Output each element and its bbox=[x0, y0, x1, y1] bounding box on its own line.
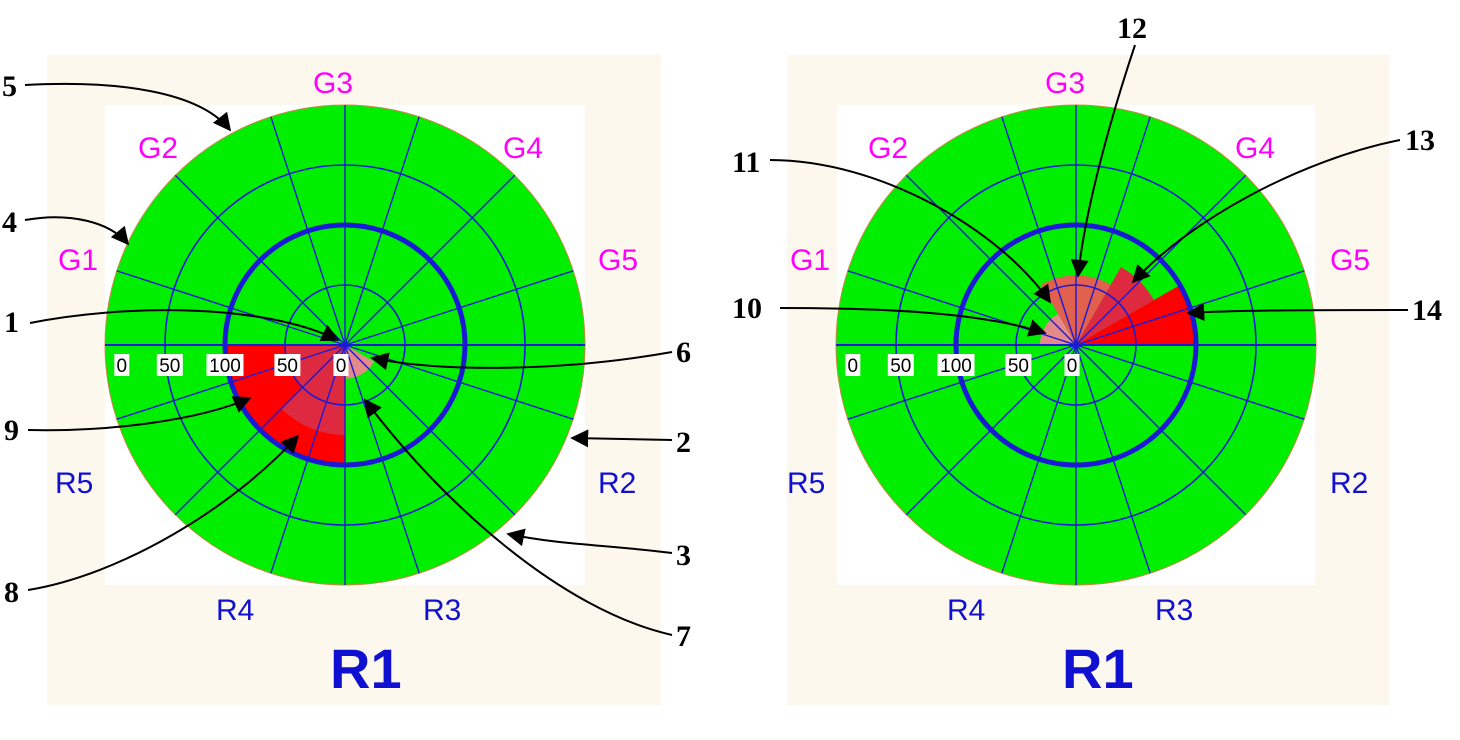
callout-arrow-3 bbox=[506, 528, 673, 554]
callout-arrow-6 bbox=[370, 351, 673, 371]
left-label-g3: G3 bbox=[313, 67, 353, 100]
left-radial-line bbox=[174, 174, 346, 346]
left-scale-tick: 50 bbox=[277, 356, 298, 377]
right-radial-line bbox=[1075, 344, 1247, 516]
callout-arrow-10 bbox=[779, 307, 1047, 337]
left-scale-tick-bg bbox=[114, 354, 130, 376]
callout-numbers: 1 2 3 4 5 6 7 8 9 10 11 12 13 14 bbox=[2, 12, 1442, 653]
right-radial-line bbox=[905, 344, 1077, 516]
right-label-r1: R1 bbox=[1062, 637, 1134, 700]
right-label-r3: R3 bbox=[1155, 594, 1193, 627]
left-scale-tick-bg bbox=[156, 354, 183, 376]
left-scale-tick: 50 bbox=[159, 356, 180, 377]
callout-number-13: 13 bbox=[1405, 124, 1435, 157]
right-sector-pink bbox=[1040, 313, 1076, 345]
right-scale-tick-bg bbox=[1064, 354, 1080, 376]
right-radial-line bbox=[1001, 116, 1077, 346]
right-scale-tick: 100 bbox=[940, 356, 972, 377]
left-radial-line bbox=[344, 270, 574, 346]
right-scale-tick-bg bbox=[1005, 354, 1032, 376]
left-scale-tick-bg bbox=[333, 354, 349, 376]
callout-number-7: 7 bbox=[676, 620, 691, 653]
right-sector-red bbox=[1076, 285, 1196, 345]
callout-arrow-13 bbox=[1131, 139, 1401, 284]
left-radial-line bbox=[116, 270, 346, 346]
callout-arrow-1 bbox=[29, 309, 340, 342]
callout-arrow-11 bbox=[769, 159, 1052, 304]
left-label-g2: G2 bbox=[138, 132, 178, 165]
right-label-g1: G1 bbox=[790, 244, 830, 277]
right-radial-line bbox=[1075, 344, 1305, 420]
left-radial-line bbox=[344, 116, 420, 346]
left-scale-tick-bg bbox=[274, 354, 301, 376]
callout-number-3: 3 bbox=[676, 539, 691, 572]
right-label-r5: R5 bbox=[787, 467, 825, 500]
right-scale-tick: 0 bbox=[848, 356, 859, 377]
right-label-g4: G4 bbox=[1235, 132, 1275, 165]
callout-number-2: 2 bbox=[676, 426, 691, 459]
left-label-r5: R5 bbox=[55, 467, 93, 500]
left-label-r1: R1 bbox=[330, 637, 402, 700]
callout-arrow-8 bbox=[27, 434, 300, 591]
left-panel: 0 50 100 50 0 G1 G2 G3 G4 G5 R2 R3 R4 R5 R1 bbox=[47, 55, 661, 705]
right-label-r4: R4 bbox=[947, 594, 985, 627]
callout-arrow-7 bbox=[363, 398, 673, 636]
callout-number-8: 8 bbox=[4, 576, 19, 609]
right-label-g3: G3 bbox=[1045, 67, 1085, 100]
left-scale-tick-bg bbox=[206, 354, 244, 376]
right-scale-tick: 50 bbox=[890, 356, 911, 377]
left-label-g1: G1 bbox=[58, 244, 98, 277]
left-radial-line bbox=[344, 344, 420, 574]
callout-arrow-5 bbox=[24, 82, 232, 132]
left-scale-tick: 0 bbox=[117, 356, 128, 377]
right-scale-tick-bg bbox=[937, 354, 975, 376]
callout-arrows bbox=[24, 44, 1409, 636]
callout-arrow-2 bbox=[570, 429, 673, 448]
right-label-g2: G2 bbox=[868, 132, 908, 165]
left-radial-line bbox=[270, 344, 346, 574]
left-label-g4: G4 bbox=[503, 132, 543, 165]
left-label-r4: R4 bbox=[216, 594, 254, 627]
left-radial-line bbox=[344, 174, 516, 346]
callout-number-14: 14 bbox=[1412, 294, 1442, 327]
callout-arrow-12 bbox=[1070, 44, 1136, 278]
right-radial-line bbox=[1075, 344, 1151, 574]
right-label-g5: G5 bbox=[1330, 244, 1370, 277]
right-polar-plot: 0 50 100 50 0 bbox=[835, 104, 1317, 586]
left-sector-center-pink bbox=[345, 345, 375, 379]
callout-number-12: 12 bbox=[1117, 12, 1147, 45]
callout-number-9: 9 bbox=[4, 414, 19, 447]
right-radial-line bbox=[1075, 174, 1247, 346]
right-label-r2: R2 bbox=[1330, 467, 1368, 500]
callout-number-6: 6 bbox=[676, 336, 691, 369]
left-label-g5: G5 bbox=[598, 244, 638, 277]
right-radial-line bbox=[905, 174, 1077, 346]
left-scale-tick: 0 bbox=[336, 356, 347, 377]
right-panel: 0 50 100 50 0 G1 G2 G3 G4 G5 R2 R3 R4 R5 R1 bbox=[787, 55, 1389, 705]
right-radial-line bbox=[1075, 116, 1151, 346]
right-radial-line bbox=[847, 344, 1077, 420]
callout-arrow-14 bbox=[1186, 303, 1409, 322]
callout-number-4: 4 bbox=[2, 206, 17, 239]
callout-arrow-4 bbox=[24, 216, 130, 246]
left-radial-line bbox=[174, 344, 346, 516]
callout-number-11: 11 bbox=[732, 146, 760, 179]
left-radial-line bbox=[116, 344, 346, 420]
callout-number-1: 1 bbox=[4, 306, 19, 339]
right-scale-tick: 0 bbox=[1067, 356, 1078, 377]
left-radial-line bbox=[344, 344, 516, 516]
right-scale-tick-bg bbox=[887, 354, 914, 376]
right-scale-tick-bg bbox=[845, 354, 861, 376]
right-radial-line bbox=[1001, 344, 1077, 574]
right-scale-tick: 50 bbox=[1008, 356, 1029, 377]
left-label-r3: R3 bbox=[423, 594, 461, 627]
left-label-r2: R2 bbox=[598, 467, 636, 500]
left-polar-plot: 0 50 100 50 0 bbox=[104, 104, 586, 586]
callout-number-10: 10 bbox=[732, 292, 762, 325]
left-radial-line bbox=[270, 116, 346, 346]
callout-arrow-9 bbox=[27, 396, 252, 432]
left-scale-tick: 100 bbox=[209, 356, 241, 377]
callout-number-5: 5 bbox=[2, 70, 17, 103]
